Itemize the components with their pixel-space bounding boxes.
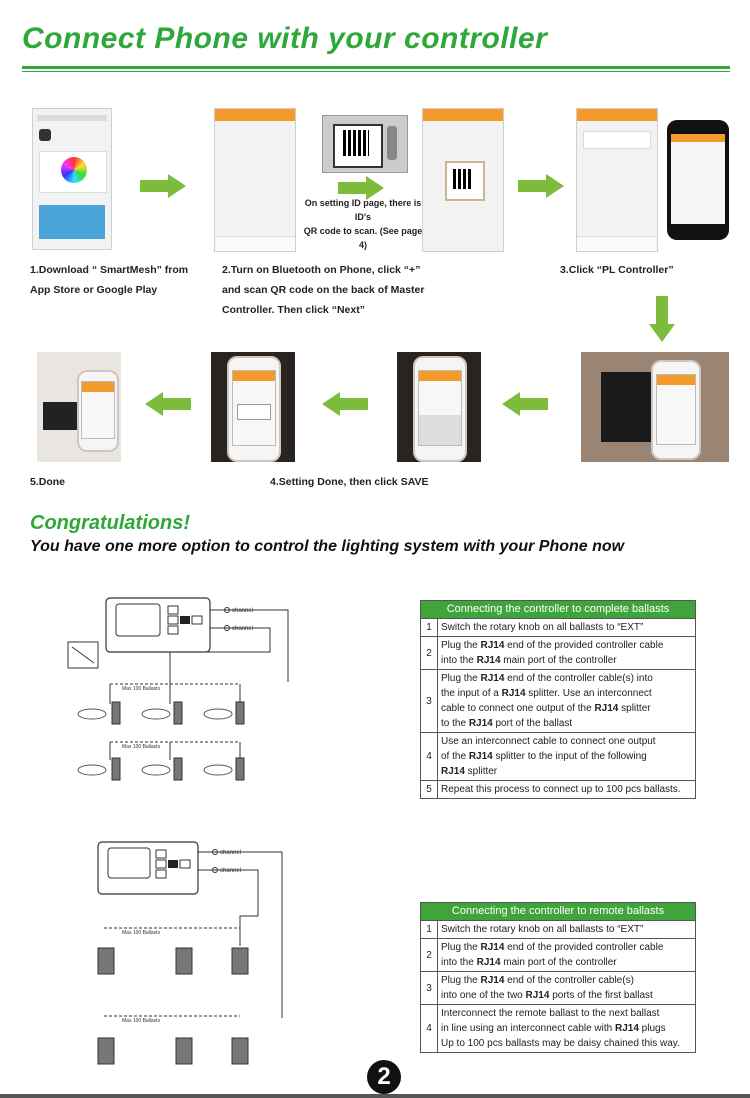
title-rule: [22, 66, 730, 69]
pl-controller-screenshot: [576, 108, 658, 252]
congrats-subheading: You have one more option to control the …: [30, 538, 625, 555]
wiring-diagram-complete: channel channel Max 100 Ballasts Max 100…: [67, 597, 289, 781]
channel-label-1: channel: [232, 608, 253, 614]
arrow-left-icon: [143, 392, 191, 421]
page-number: 2: [367, 1060, 401, 1094]
step2-line1: 2.Turn on Bluetooth on Phone, click “+”: [222, 264, 421, 276]
step2-text: 2.Turn on Bluetooth on Phone, click “+” …: [222, 260, 424, 320]
qr-note: On setting ID page, there is ID's QR cod…: [302, 196, 424, 252]
app-store-screenshot: [32, 108, 112, 250]
congrats-heading: Congratulations!: [30, 512, 190, 534]
max-ballasts-label-1: Max 100 Ballasts: [122, 686, 161, 692]
channel-label-3: channel: [220, 850, 241, 856]
max-ballasts-label-4: Max 100 Ballasts: [122, 1018, 161, 1024]
table2-header: Connecting the controller to remote ball…: [420, 902, 696, 921]
step1-line1: 1.Download “ SmartMesh” from: [30, 264, 189, 276]
controller-qr-photo: [322, 115, 408, 173]
app-home-screenshot: [214, 108, 296, 252]
wiring-diagram-remote: channel channel Max 100 Ballasts Max 100…: [97, 841, 283, 1065]
arrow-down-icon: [648, 296, 676, 349]
iphone-photo: [667, 120, 729, 240]
max-ballasts-label-3: Max 100 Ballasts: [122, 930, 161, 936]
qr-note-line1: On setting ID page, there is ID's: [304, 198, 422, 222]
setting-photo: [397, 352, 481, 462]
title-rule-thin: [22, 71, 730, 72]
step2-line2: and scan QR code on the back of Master: [222, 284, 425, 296]
arrow-left-icon: [320, 392, 368, 421]
table1-header: Connecting the controller to complete ba…: [420, 600, 696, 619]
step3-text: 3.Click “PL Controller”: [560, 264, 674, 276]
scanning-photo: [581, 352, 729, 462]
page-title: Connect Phone with your controller: [22, 22, 548, 55]
bottom-rule: [0, 1094, 750, 1098]
save-photo: [211, 352, 295, 462]
scan-qr-screenshot: [422, 108, 504, 252]
step1-text: 1.Download “ SmartMesh” from App Store o…: [30, 260, 188, 300]
step4-text: 4.Setting Done, then click SAVE: [270, 476, 429, 488]
channel-label-2: channel: [232, 626, 253, 632]
done-photo: [37, 352, 121, 462]
max-ballasts-label-2: Max 100 Ballasts: [122, 744, 161, 750]
step2-line3: Controller. Then click “Next”: [222, 304, 365, 316]
remote-ballasts-table: Connecting the controller to remote ball…: [420, 902, 696, 1053]
complete-ballasts-table: Connecting the controller to complete ba…: [420, 600, 696, 799]
channel-label-4: channel: [220, 868, 241, 874]
arrow-left-icon: [500, 392, 548, 421]
step5-text: 5.Done: [30, 476, 66, 488]
qr-note-line2: QR code to scan. (See page 4): [303, 226, 423, 250]
step1-line2: App Store or Google Play: [30, 284, 158, 296]
